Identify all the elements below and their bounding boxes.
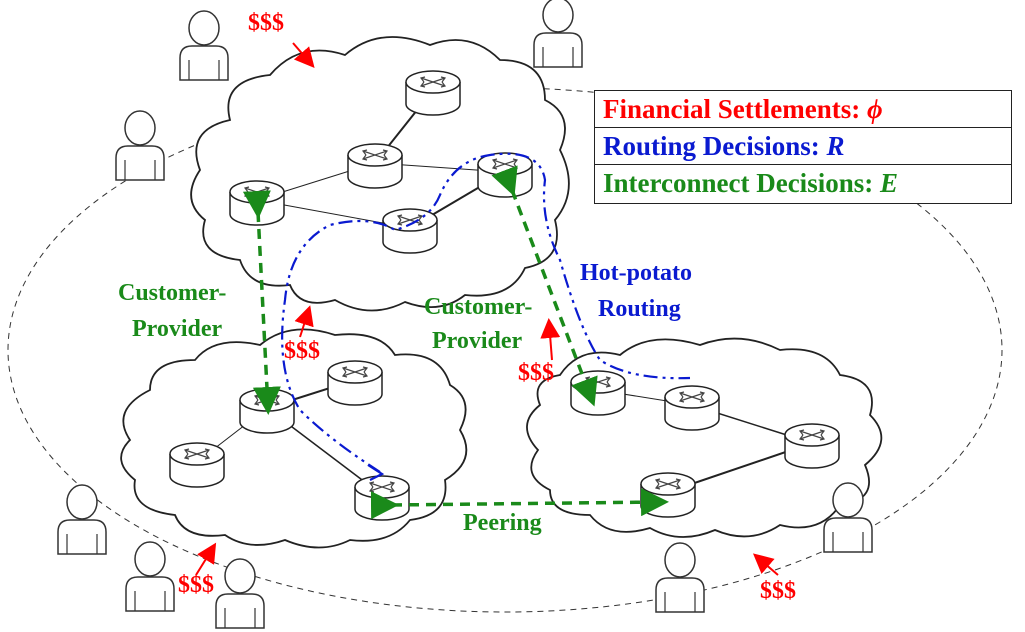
router-icon xyxy=(570,370,626,416)
user-icon xyxy=(655,542,705,613)
user-icon xyxy=(57,484,107,555)
legend-routing-symbol: R xyxy=(826,131,845,161)
legend-financial-label: Financial Settlements: xyxy=(603,94,867,124)
router-icon xyxy=(640,472,696,518)
router-icon xyxy=(169,442,225,488)
router-icon xyxy=(347,143,403,189)
customer-provider-label: Customer- xyxy=(118,280,226,306)
customer-provider-label: Customer- xyxy=(424,294,532,320)
router-icon xyxy=(239,388,295,434)
router-icon xyxy=(405,70,461,116)
hot-potato-routing-path xyxy=(281,152,691,473)
customer-provider-link-right xyxy=(491,165,598,407)
router-icon xyxy=(354,475,410,521)
router-icon xyxy=(382,208,438,254)
router-icon xyxy=(327,360,383,406)
router-icon xyxy=(477,152,533,198)
peering-label: Peering xyxy=(463,510,542,536)
user-icon xyxy=(215,558,265,629)
customer-provider-label: Provider xyxy=(132,316,223,342)
router-icon xyxy=(784,423,840,469)
money-label: $$$ xyxy=(178,572,214,598)
legend-interconnect: Interconnect Decisions: E xyxy=(595,165,1011,202)
legend-financial: Financial Settlements: ϕ xyxy=(595,91,1011,128)
hot-potato-label: Routing xyxy=(598,296,681,322)
user-icon xyxy=(125,541,175,612)
money-label: $$$ xyxy=(284,338,320,364)
legend-financial-symbol: ϕ xyxy=(866,94,883,124)
legend: Financial Settlements: ϕ Routing Decisio… xyxy=(594,90,1012,204)
money-label: $$$ xyxy=(760,578,796,604)
user-icon xyxy=(179,10,229,81)
user-icon xyxy=(115,110,165,181)
legend-interconnect-symbol: E xyxy=(879,168,898,198)
legend-routing: Routing Decisions: R xyxy=(595,128,1011,165)
router-icon xyxy=(664,385,720,431)
money-label: $$$ xyxy=(248,10,284,36)
user-icon xyxy=(533,0,583,68)
legend-routing-label: Routing Decisions: xyxy=(603,131,827,161)
money-label: $$$ xyxy=(518,360,554,386)
peering-link xyxy=(370,488,669,520)
customer-provider-label: Provider xyxy=(432,328,523,354)
hot-potato-label: Hot-potato xyxy=(580,260,692,286)
legend-interconnect-label: Interconnect Decisions: xyxy=(603,168,880,198)
